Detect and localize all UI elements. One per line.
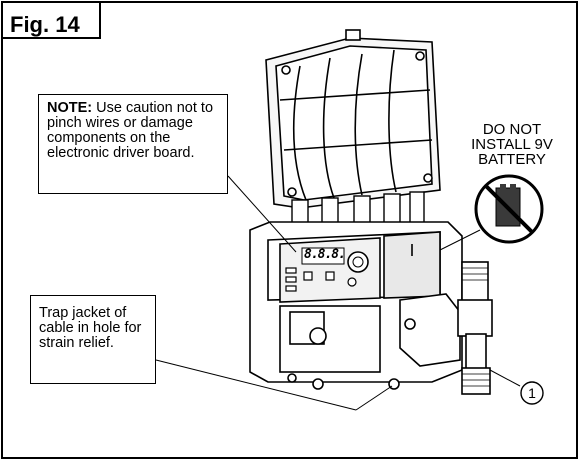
- display-window: [301, 247, 345, 265]
- battery-warning: DO NOT INSTALL 9V BATTERY: [471, 121, 553, 168]
- lid: [265, 29, 441, 209]
- pipe: [457, 261, 521, 395]
- display-digits: 8.8.8.: [304, 247, 346, 262]
- note-text: Use caution not to pinch wires or damage…: [47, 100, 214, 161]
- leader-lines: [155, 175, 481, 411]
- figure-label: Fig. 14: [10, 12, 80, 37]
- housing: [249, 221, 463, 390]
- note-prefix: NOTE:: [47, 100, 93, 116]
- strain-relief-callout: Trap jacket of cable in hole for strain …: [30, 295, 156, 384]
- note-callout: NOTE: Use caution not to pinch wires or …: [38, 94, 228, 194]
- title-tab: [1, 1, 101, 39]
- no-battery-icon: [474, 174, 544, 244]
- callout-number: 1: [528, 385, 536, 401]
- board-buttons: [285, 267, 357, 292]
- callout-1-circle: [520, 381, 544, 405]
